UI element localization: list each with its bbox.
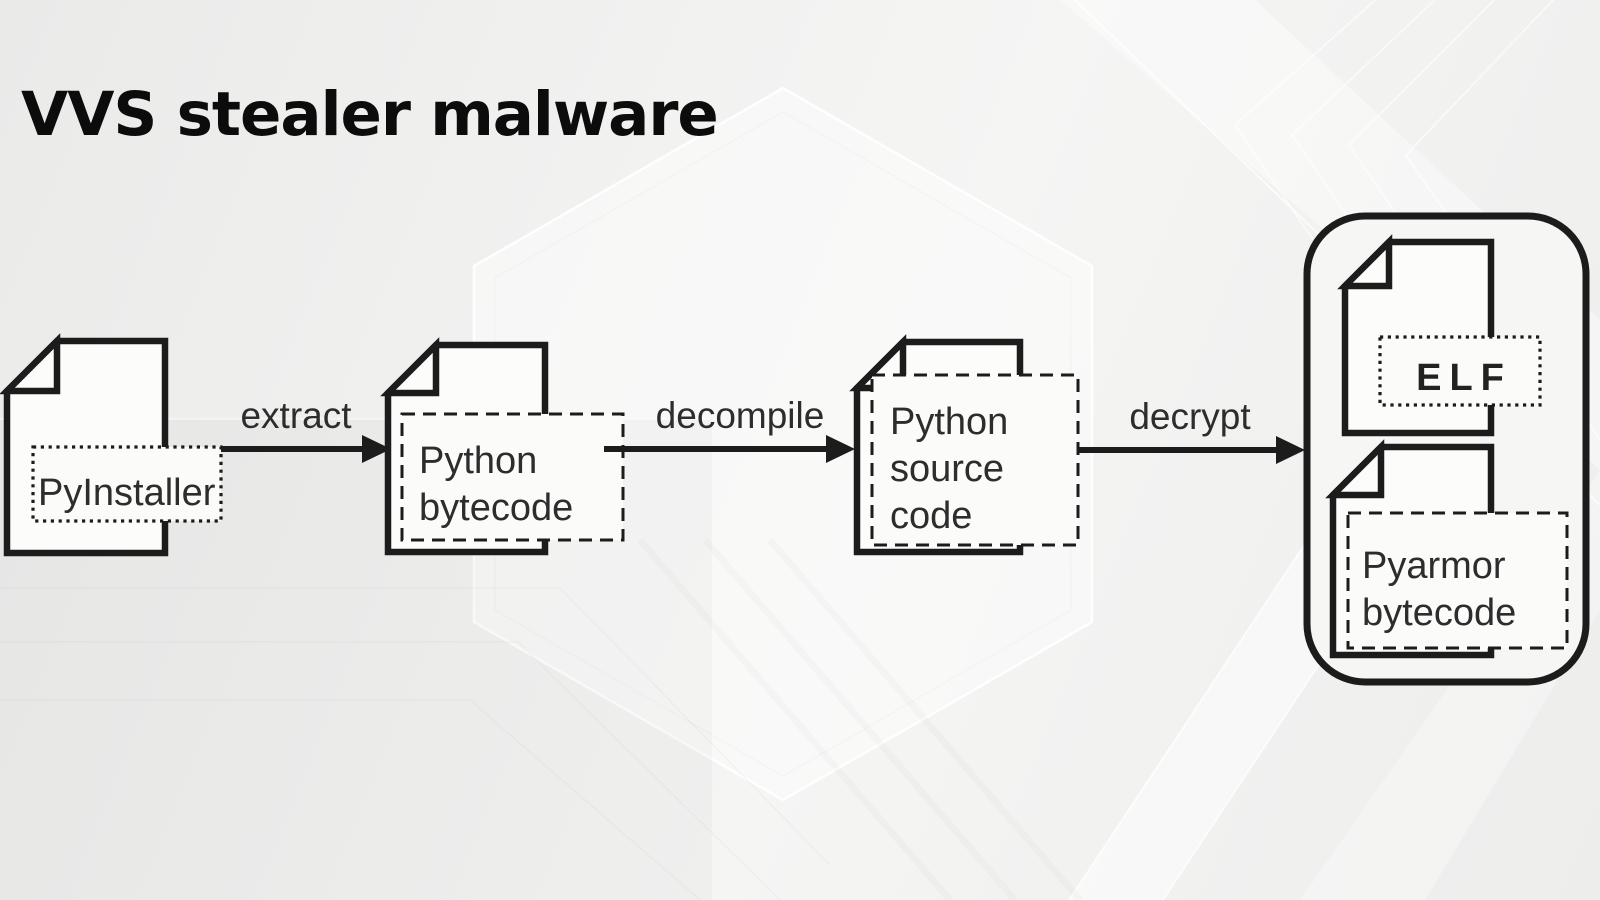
node-label-python-source-line3: code — [890, 495, 972, 537]
arrow-decompile: decompile — [604, 395, 855, 463]
elf-label-box — [1378, 335, 1542, 407]
node-label-pyinstaller: PyInstaller — [38, 472, 216, 514]
arrowhead-icon — [362, 435, 391, 463]
node-python-bytecode: Python bytecode — [380, 337, 625, 556]
pyinstaller-label-box — [31, 445, 223, 523]
python-bytecode-label-box — [400, 412, 625, 542]
node-python-source-code: Python source code — [849, 334, 1080, 556]
arrowhead-icon — [1276, 436, 1305, 464]
pyarmor-bytecode-label-box — [1346, 511, 1569, 650]
document-fold-icon — [0, 333, 61, 395]
node-label-python-source-line2: source — [890, 448, 1004, 490]
node-label-python-bytecode-line2: bytecode — [419, 487, 573, 529]
chevron-lines-top-right — [1233, 0, 1600, 491]
node-label-elf: ELF — [1416, 357, 1512, 399]
arrow-label-decompile: decompile — [656, 395, 825, 436]
node-label-python-source-line1: Python — [890, 401, 1008, 443]
arrow-label-extract: extract — [240, 395, 352, 436]
node-label-python-bytecode-line1: Python — [419, 440, 537, 482]
node-elf: ELF — [1337, 234, 1542, 437]
node-label-pyarmor-line1: Pyarmor — [1362, 545, 1506, 587]
arrow-label-decrypt: decrypt — [1129, 396, 1251, 437]
arrow-decrypt: decrypt — [1078, 396, 1305, 464]
node-pyarmor-bytecode: Pyarmor bytecode — [1325, 439, 1569, 659]
document-fold-icon — [1337, 234, 1393, 290]
document-fold-icon — [380, 337, 440, 397]
document-fold-icon — [1325, 439, 1385, 499]
arrow-extract: extract — [221, 395, 391, 463]
python-source-code-label-box — [870, 373, 1080, 547]
page-title: VVS stealer malware — [21, 79, 719, 150]
output-container: ELF Pyarmor bytecode — [1303, 212, 1590, 686]
arrowhead-icon — [826, 435, 855, 463]
node-label-pyarmor-line2: bytecode — [1362, 592, 1516, 634]
node-pyinstaller: PyInstaller — [0, 333, 223, 557]
hexagon-shape — [472, 86, 1094, 802]
